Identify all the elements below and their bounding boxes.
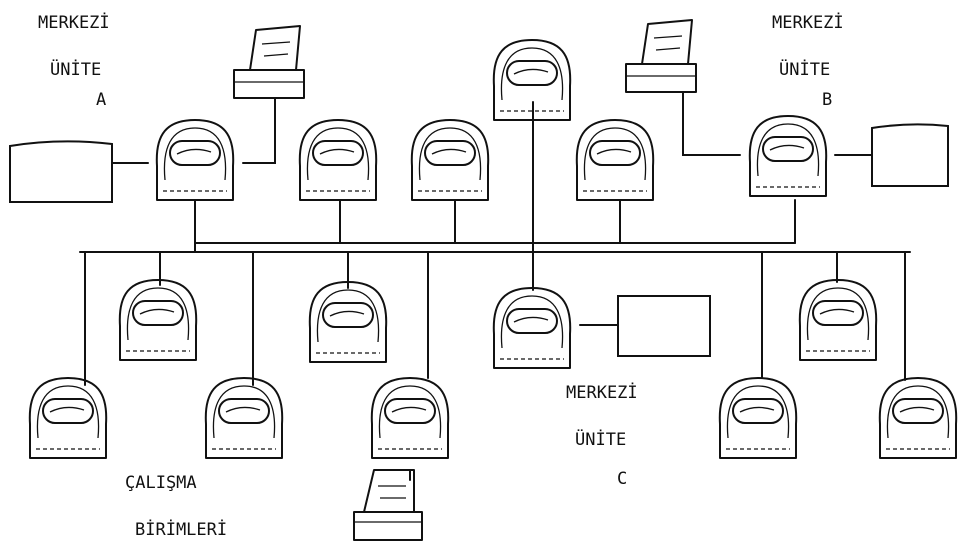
storage-unit-a [10,141,112,202]
label-central-unit-a: MERKEZİ ÜNİTE A [38,12,110,110]
label-workstations-line1: ÇALIŞMA [125,473,197,493]
workstation-terminal [577,120,653,200]
label-unit-b-line2: ÜNİTE [779,58,830,80]
label-unit-c-line3: C [617,469,627,489]
workstation-terminal [412,120,488,200]
workstation-terminal [880,378,956,458]
terminal-b [750,116,826,196]
printer-a [234,26,304,98]
workstation-terminal [30,378,106,458]
label-unit-a-line3: A [96,90,106,110]
label-unit-c-line1: MERKEZİ [566,382,638,403]
label-central-unit-c: MERKEZİ ÜNİTE C [566,382,638,489]
central-unit-c [494,288,710,368]
terminal-a [157,120,233,200]
label-unit-c-line2: ÜNİTE [575,428,626,450]
central-unit-b [626,20,948,196]
workstation-terminal [310,282,386,362]
central-unit-a [10,26,304,202]
label-unit-a-line2: ÜNİTE [50,58,101,80]
storage-unit-b [872,124,948,186]
label-unit-b-line3: B [822,90,832,110]
workstation-terminal [800,280,876,360]
label-unit-b-line1: MERKEZİ [772,12,844,33]
label-unit-a-line1: MERKEZİ [38,12,110,33]
workstation-terminal [206,378,282,458]
workstation-terminal [300,120,376,200]
label-workstations-line2: BİRİMLERİ [135,519,227,540]
workstation-terminal [120,280,196,360]
terminal-c [494,288,570,368]
label-workstations: ÇALIŞMA BİRİMLERİ [125,473,227,540]
printer-b [626,20,696,92]
storage-unit-c [618,296,710,356]
workstation-terminal [372,378,448,458]
printer-workstation [354,470,422,540]
label-central-unit-b: MERKEZİ ÜNİTE B [772,12,844,110]
workstation-terminal [720,378,796,458]
